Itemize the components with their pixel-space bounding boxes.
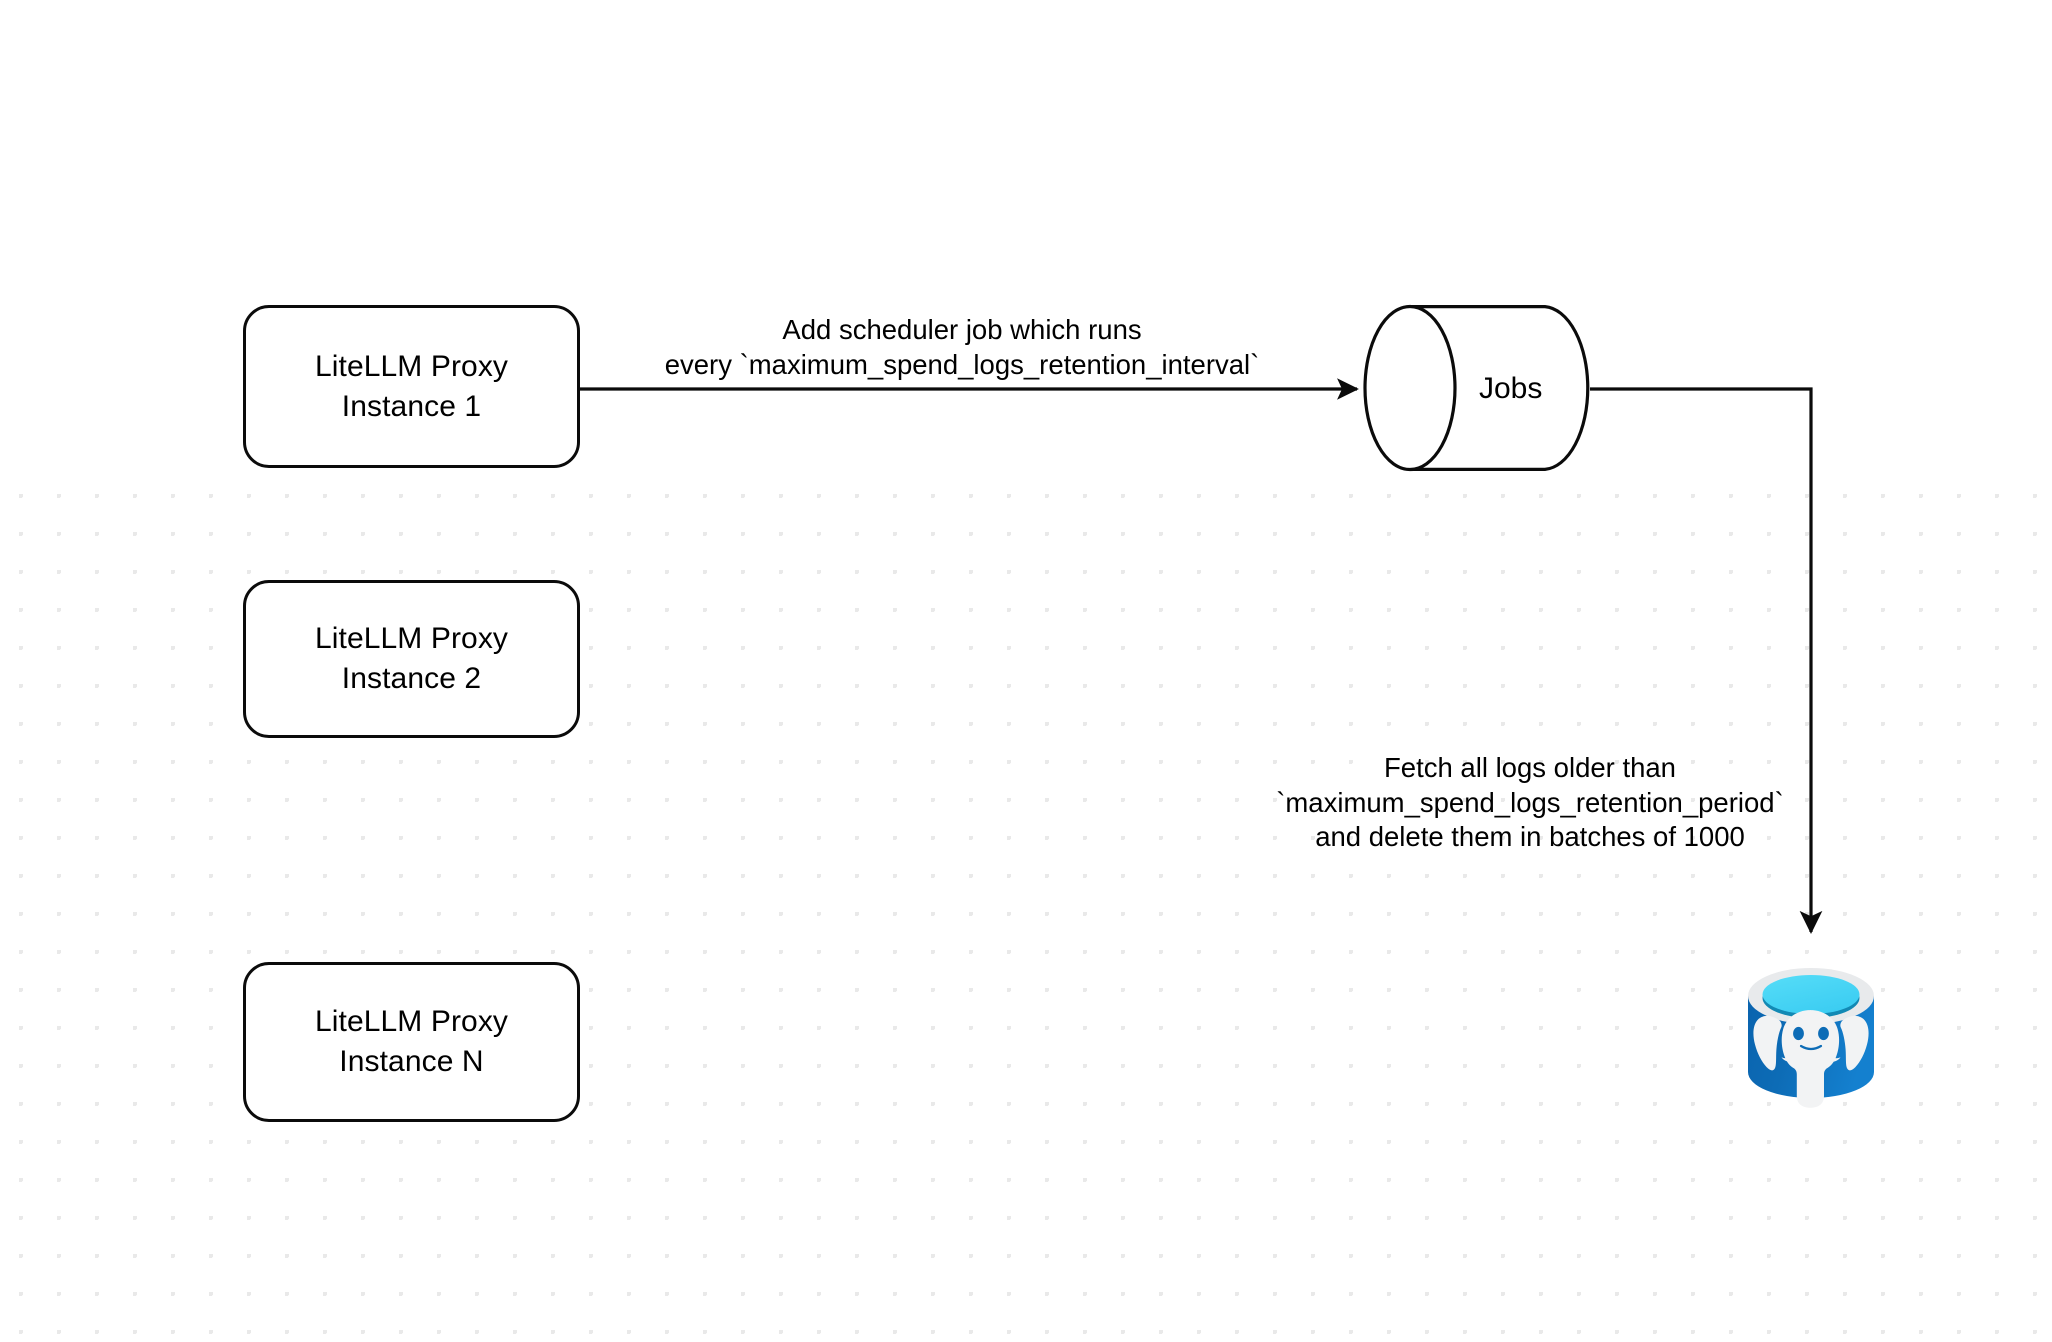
elephant-trunk-line bbox=[1799, 1044, 1823, 1051]
node-proxy-instance-n-line1: LiteLLM Proxy bbox=[314, 1005, 509, 1039]
node-proxy-instance-n[interactable]: LiteLLM Proxy Instance N bbox=[243, 962, 580, 1122]
edge-cleanup-connector bbox=[1590, 387, 1823, 935]
elephant-logo bbox=[1753, 1010, 1869, 1108]
node-proxy-instance-1[interactable]: LiteLLM Proxy Instance 1 bbox=[243, 305, 580, 468]
node-proxy-instance-1-line1: LiteLLM Proxy bbox=[314, 349, 509, 383]
node-proxy-instance-2-line1: LiteLLM Proxy bbox=[314, 622, 509, 656]
edge-scheduler-label-line1: Add scheduler job which runs bbox=[782, 314, 1142, 345]
node-proxy-instance-1-line2: Instance 1 bbox=[341, 389, 482, 423]
edge-cleanup-label-line1: Fetch all logs older than bbox=[1384, 752, 1676, 783]
jobs-cylinder-label: Jobs bbox=[1479, 372, 1543, 405]
edge-cleanup-label-line2: `maximum_spend_logs_retention_period` bbox=[1276, 786, 1784, 818]
postgresql-icon bbox=[1748, 968, 1874, 1108]
edge-scheduler-label-line2: every `maximum_spend_logs_retention_inte… bbox=[664, 348, 1260, 380]
elephant-left-tusk bbox=[1781, 1056, 1795, 1062]
elephant-right-eye bbox=[1818, 1026, 1829, 1041]
edge-cleanup-label: Fetch all logs older than `maximum_spend… bbox=[1250, 751, 1810, 855]
edge-scheduler-label: Add scheduler job which runs every `maxi… bbox=[612, 313, 1312, 382]
elephant-left-eye bbox=[1793, 1026, 1804, 1041]
jobs-cylinder-shape bbox=[1363, 304, 1590, 472]
node-proxy-instance-n-line2: Instance N bbox=[339, 1045, 484, 1078]
edge-cleanup-label-line3: and delete them in batches of 1000 bbox=[1315, 821, 1745, 853]
node-proxy-instance-2-line2: Instance 2 bbox=[341, 662, 482, 695]
node-proxy-instance-2[interactable]: LiteLLM Proxy Instance 2 bbox=[243, 580, 580, 738]
elephant-right-tusk bbox=[1827, 1056, 1841, 1062]
